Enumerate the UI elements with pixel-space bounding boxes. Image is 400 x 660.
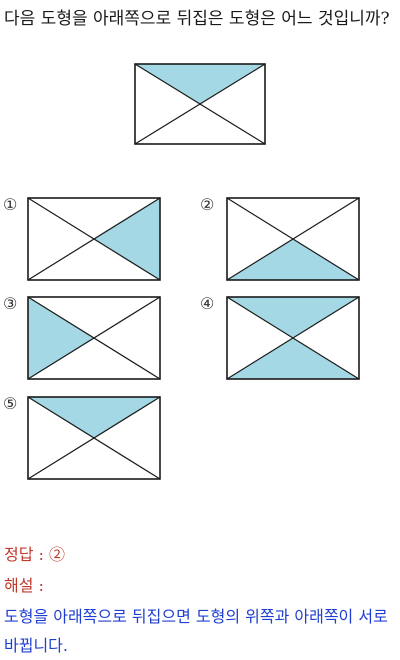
shaded-triangle — [28, 397, 160, 438]
diagonal-line — [226, 197, 360, 281]
option-4-number: ④ — [200, 294, 215, 313]
option-2-figure[interactable] — [226, 197, 360, 281]
option-3-number: ③ — [3, 294, 18, 313]
option-5-figure[interactable] — [27, 396, 161, 480]
explanation-text: 도형을 아래쪽으로 뒤집으면 도형의 위쪽과 아래쪽이 서로 바뀝니다. — [4, 607, 388, 655]
diagonal-line — [27, 396, 161, 480]
option-1-number: ① — [3, 195, 18, 214]
rectangle-frame — [226, 296, 360, 380]
question-text: 다음 도형을 아래쪽으로 뒤집은 도형은 어느 것입니까? — [4, 9, 390, 29]
original-figure — [134, 63, 266, 145]
rectangle-frame — [226, 197, 360, 281]
rectangle-frame — [27, 396, 161, 480]
rectangle-frame — [27, 296, 161, 380]
diagonal-line — [27, 197, 161, 281]
shaded-triangle — [227, 239, 359, 280]
option-2-number: ② — [200, 195, 215, 214]
diagonal-line — [134, 63, 266, 145]
option-4-figure[interactable] — [226, 296, 360, 380]
shaded-triangle — [28, 297, 94, 379]
rectangle-frame — [134, 63, 266, 145]
option-1-figure[interactable] — [27, 197, 161, 281]
explanation-label: 해설 : — [4, 576, 44, 595]
answer-line: 정답 : ② — [4, 545, 66, 564]
shaded-triangle-bottom — [227, 338, 359, 379]
shaded-triangle — [135, 64, 265, 104]
shaded-triangle-top — [227, 297, 359, 338]
shaded-triangle — [94, 198, 160, 280]
option-3-figure[interactable] — [27, 296, 161, 380]
rectangle-frame — [27, 197, 161, 281]
option-5-number: ⑤ — [3, 394, 18, 413]
diagonal-line — [226, 296, 360, 380]
diagonal-line — [27, 296, 161, 380]
